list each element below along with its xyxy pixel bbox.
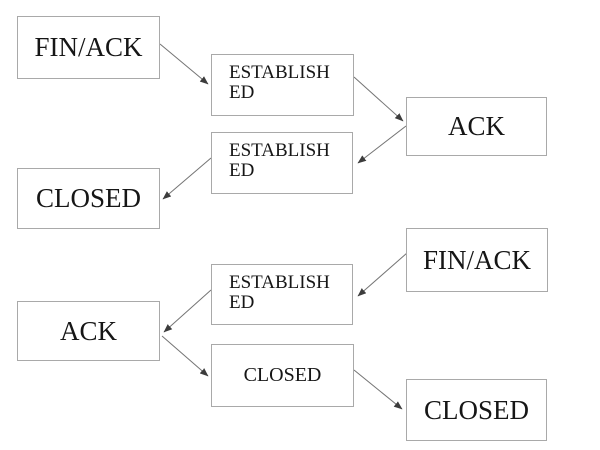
node-finack-top: FIN/ACK (17, 16, 160, 79)
arrow-finack-bottom-to-established-3 (357, 252, 408, 297)
node-label-finack-top: FIN/ACK (34, 32, 143, 62)
node-label-ack-top: ACK (447, 111, 505, 141)
arrow-closed-small-to-closed-bottom (353, 369, 403, 410)
arrow-finack-top-to-established-1 (159, 43, 209, 85)
node-closed-left: CLOSED (17, 168, 160, 229)
arrow-established-3-to-ack-bottom (163, 289, 212, 333)
arrow-ack-top-to-established-2 (357, 125, 407, 164)
node-finack-bottom: FIN/ACK (406, 228, 548, 292)
node-ack-bottom: ACK (17, 301, 160, 361)
node-closed-bottom: CLOSED (406, 379, 547, 441)
node-label-finack-bottom: FIN/ACK (422, 244, 531, 275)
node-label-closed-left: CLOSED (35, 183, 141, 213)
node-established-3: ESTABLISH ED (211, 264, 353, 325)
node-label-established-1: ESTABLISH ED (229, 62, 330, 103)
node-label-closed-small: CLOSED (243, 364, 322, 386)
node-established-1: ESTABLISH ED (211, 54, 354, 116)
node-label-ack-bottom: ACK (59, 315, 117, 346)
node-established-2: ESTABLISH ED (211, 132, 353, 194)
node-label-established-3: ESTABLISH ED (229, 272, 330, 313)
node-closed-small: CLOSED (211, 344, 354, 407)
node-label-closed-bottom: CLOSED (423, 394, 529, 425)
arrow-ack-bottom-to-closed-small (161, 335, 209, 377)
arrow-established-2-to-closed-left (162, 157, 212, 200)
node-ack-top: ACK (406, 97, 547, 156)
node-label-established-2: ESTABLISH ED (229, 140, 330, 181)
arrow-established-1-to-ack-top (353, 76, 404, 122)
